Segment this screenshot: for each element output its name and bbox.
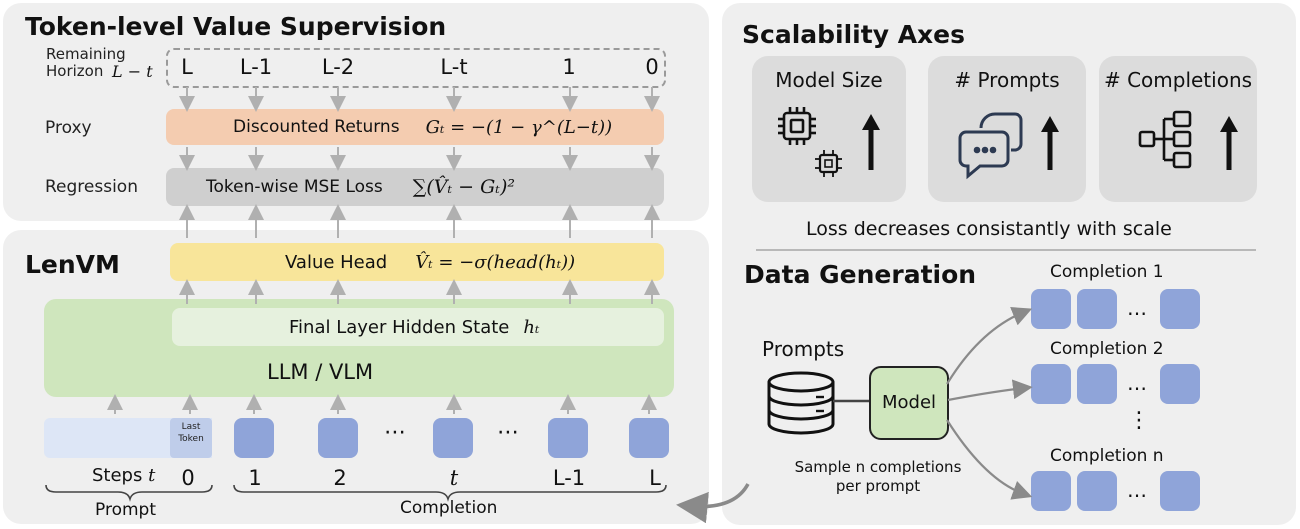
completion-n-label: Completion n bbox=[1050, 446, 1164, 466]
scale-caption: Loss decreases consistantly with scale bbox=[806, 218, 1172, 240]
arrows-horizon-to-proxy bbox=[179, 87, 660, 112]
proxy-text: Discounted Returns bbox=[233, 117, 400, 137]
proxy-bar: Discounted Returns Gₜ = −(1 − γ^(L−t)) bbox=[166, 109, 664, 145]
steps-label: Steps t bbox=[92, 465, 155, 486]
tree-icon bbox=[1138, 110, 1192, 169]
horizon-value-L: L bbox=[181, 55, 193, 79]
prompt-brace bbox=[45, 484, 213, 502]
horizon-value-L-1: L-1 bbox=[239, 55, 273, 79]
chat-bubbles-icon bbox=[958, 112, 1023, 180]
step-value-t: t bbox=[449, 466, 459, 490]
prompt-brace-label: Prompt bbox=[95, 500, 156, 520]
up-arrow-icon bbox=[1220, 116, 1238, 170]
step-value-L-1: L-1 bbox=[552, 466, 586, 490]
up-arrow-icon bbox=[862, 114, 880, 170]
horizon-value-L-2: L-2 bbox=[321, 55, 355, 79]
model-to-completions-arrows bbox=[946, 307, 1033, 500]
proxy-formula: Gₜ = −(1 − γ^(L−t)) bbox=[425, 116, 613, 138]
arrows-value-head-to-regression bbox=[179, 204, 660, 238]
horizon-value-1: 1 bbox=[562, 55, 576, 79]
hidden-state-text: Final Layer Hidden State bbox=[289, 316, 510, 338]
regression-text: Token-wise MSE Loss bbox=[206, 177, 383, 197]
model-box bbox=[869, 366, 949, 440]
hidden-state-math: hₜ bbox=[523, 316, 540, 338]
arrows-tokens-to-model bbox=[107, 394, 657, 414]
regression-label: Regression bbox=[45, 177, 138, 197]
value-head-bar: Value Head V̂ₜ = −σ(head(hₜ)) bbox=[170, 243, 664, 281]
steps-text: Steps bbox=[92, 465, 143, 486]
prompts-label: Prompts bbox=[762, 337, 845, 361]
panel-title-supervision: Token-level Value Supervision bbox=[25, 12, 447, 41]
completion-token-t bbox=[433, 418, 473, 458]
completion-2-token-c bbox=[1160, 364, 1200, 404]
arrows-proxy-to-regression bbox=[179, 147, 660, 171]
token-ellipsis-1: ⋯ bbox=[384, 420, 406, 445]
completion-n-token-a bbox=[1031, 471, 1071, 511]
card-completions: # Completions bbox=[1099, 56, 1257, 202]
horizon-value-L-t: L-t bbox=[440, 55, 468, 79]
step-value-1: 1 bbox=[248, 466, 262, 490]
hidden-state-bar: Final Layer Hidden State hₜ bbox=[172, 308, 664, 346]
steps-math: t bbox=[148, 465, 156, 486]
horizon-value-0: 0 bbox=[645, 55, 659, 79]
panel-title-lenvm: LenVM bbox=[25, 250, 120, 279]
regression-formula: ∑(V̂ₜ − Gₜ)² bbox=[412, 176, 516, 198]
completion-token-2 bbox=[318, 418, 358, 458]
completion-2-label: Completion 2 bbox=[1050, 339, 1164, 359]
completion-1-ellipsis: … bbox=[1127, 296, 1147, 320]
step-value-L: L bbox=[649, 466, 661, 490]
completion-n-token-c bbox=[1160, 471, 1200, 511]
feedback-arrow bbox=[676, 483, 750, 524]
completion-2-ellipsis: … bbox=[1127, 371, 1147, 395]
card-prompts-label: # Prompts bbox=[954, 68, 1060, 92]
scalability-title: Scalability Axes bbox=[742, 20, 965, 49]
horizon-dashed-box bbox=[166, 48, 666, 88]
step-value-2: 2 bbox=[333, 466, 347, 490]
remaining-horizon-math: L − t bbox=[112, 62, 153, 81]
completion-2-token-a bbox=[1031, 364, 1071, 404]
completion-n-token-b bbox=[1077, 471, 1117, 511]
completion-n-ellipsis: … bbox=[1127, 478, 1147, 502]
completion-token-L bbox=[629, 418, 669, 458]
completion-brace-label: Completion bbox=[400, 498, 498, 518]
up-arrow-icon bbox=[1041, 116, 1059, 170]
data-generation-title: Data Generation bbox=[744, 260, 977, 289]
llm-vlm-label: LLM / VLM bbox=[267, 360, 374, 384]
card-model-size: Model Size bbox=[752, 56, 906, 202]
card-completions-label: # Completions bbox=[1103, 68, 1253, 92]
value-head-text: Value Head bbox=[285, 251, 388, 273]
completion-1-token-a bbox=[1031, 289, 1071, 329]
completion-token-L-1 bbox=[548, 418, 588, 458]
last-token-label: Last Token bbox=[178, 422, 204, 444]
arrows-hidden-to-value-head bbox=[179, 279, 660, 304]
sample-caption: Sample n completions per prompt bbox=[794, 458, 962, 495]
model-box-label: Model bbox=[881, 392, 937, 413]
step-value-0: 0 bbox=[181, 466, 195, 490]
regression-bar: Token-wise MSE Loss ∑(V̂ₜ − Gₜ)² bbox=[166, 168, 664, 206]
section-divider bbox=[756, 249, 1256, 251]
chip-icon bbox=[778, 107, 842, 177]
last-token-box bbox=[170, 418, 212, 458]
token-ellipsis-2: ⋯ bbox=[497, 420, 519, 445]
proxy-label: Proxy bbox=[45, 118, 92, 138]
completion-2-token-b bbox=[1077, 364, 1117, 404]
card-model-size-label: Model Size bbox=[775, 68, 883, 92]
completion-vertical-ellipsis: ⋮ bbox=[1128, 408, 1150, 433]
value-head-formula: V̂ₜ = −σ(head(hₜ)) bbox=[415, 251, 576, 273]
completion-brace bbox=[233, 484, 667, 502]
card-prompts: # Prompts bbox=[928, 56, 1086, 202]
completion-1-token-c bbox=[1160, 289, 1200, 329]
completion-1-label: Completion 1 bbox=[1050, 262, 1164, 282]
completion-1-token-b bbox=[1077, 289, 1117, 329]
remaining-horizon-text: Remaining Horizon bbox=[46, 45, 126, 80]
database-icon bbox=[767, 371, 835, 435]
remaining-horizon-label: Remaining Horizon bbox=[46, 46, 126, 80]
completion-token-1 bbox=[234, 418, 274, 458]
